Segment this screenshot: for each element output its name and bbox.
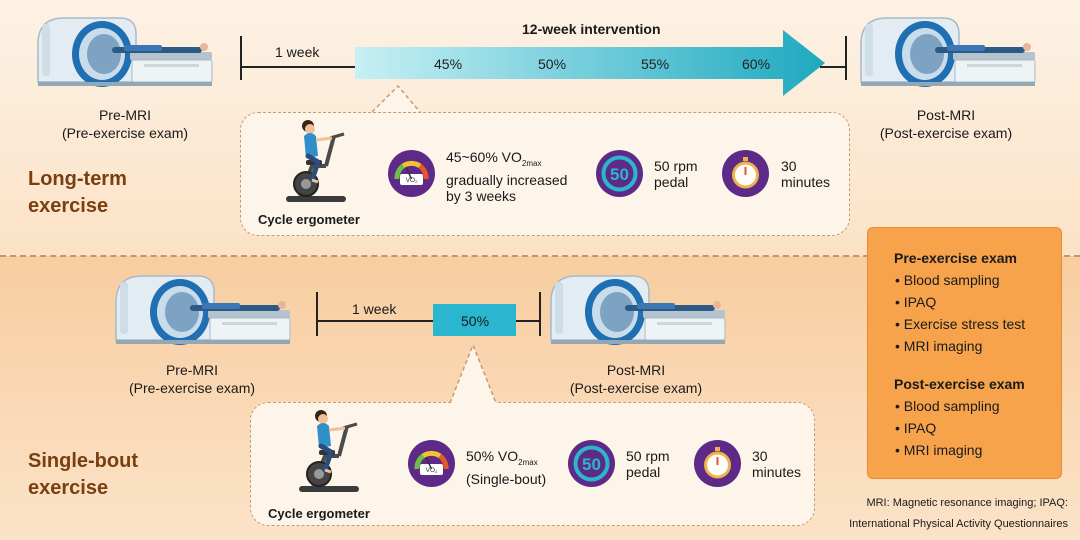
post-exam-heading: Post-exercise exam bbox=[894, 376, 1025, 392]
timeline-start-tick bbox=[240, 36, 242, 80]
timeline-end-tick bbox=[845, 36, 847, 80]
stopwatch-icon bbox=[722, 150, 769, 197]
svg-text:VO2: VO2 bbox=[406, 177, 418, 184]
pre-exam-item: • Exercise stress test bbox=[895, 316, 1026, 332]
footnote-line1: MRI: Magnetic resonance imaging; IPAQ: bbox=[866, 497, 1068, 509]
single-pre-mri-subtitle: (Pre-exercise exam) bbox=[128, 380, 256, 396]
pct-week-4: 60% bbox=[742, 56, 771, 72]
single-pre-mri-title: Pre-MRI bbox=[165, 362, 219, 378]
single-rpm-line2: pedal bbox=[626, 464, 661, 480]
pre-exam-item-label: Blood sampling bbox=[903, 272, 1000, 288]
single-intensity-line2: (Single-bout) bbox=[466, 470, 547, 487]
cycle-ergometer-label: Cycle ergometer bbox=[258, 212, 360, 227]
single-duration-text: 30 minutes bbox=[752, 448, 801, 480]
long-term-duration-text: 30 minutes bbox=[781, 158, 830, 190]
post-exam-item: • Blood sampling bbox=[895, 398, 1000, 414]
single-post-mri-scanner-icon bbox=[545, 272, 727, 348]
pre-exam-item-label: IPAQ bbox=[903, 294, 937, 310]
single-post-mri-subtitle: (Post-exercise exam) bbox=[569, 380, 703, 396]
long-term-intensity-line2: gradually increased bbox=[446, 171, 568, 188]
svg-text:VO2: VO2 bbox=[426, 467, 438, 474]
long-term-intensity-sub: 2max bbox=[521, 158, 542, 168]
single-pre-mri-scanner-icon bbox=[110, 272, 292, 348]
exam-panel: Pre-exercise exam • Blood sampling • IPA… bbox=[867, 227, 1062, 479]
single-timeline-end-line bbox=[516, 320, 540, 322]
rpm-timer-icon: 50 bbox=[596, 150, 643, 197]
post-mri-title: Post-MRI bbox=[916, 107, 976, 123]
single-rpm-line1: 50 rpm bbox=[626, 448, 670, 464]
long-term-intensity-text: 45~60% VO2max gradually increased by 3 w… bbox=[446, 149, 567, 204]
single-bout-title: Single-bout exercise bbox=[28, 448, 138, 502]
post-exam-item-label: MRI imaging bbox=[903, 442, 983, 458]
single-bout-pct-box bbox=[433, 304, 516, 336]
pre-exam-item-label: MRI imaging bbox=[903, 338, 983, 354]
post-mri-scanner-icon bbox=[855, 14, 1037, 90]
single-stopwatch-icon bbox=[694, 440, 741, 487]
intensity-gauge-icon: VO2 bbox=[388, 150, 435, 197]
long-term-rpm-text: 50 rpm pedal bbox=[654, 158, 698, 190]
pre-mri-title: Pre-MRI bbox=[98, 107, 152, 123]
single-post-mri-title: Post-MRI bbox=[606, 362, 666, 378]
single-rpm-timer-icon: 50 bbox=[568, 440, 615, 487]
long-term-title: Long-term exercise bbox=[28, 166, 127, 220]
single-timeline-baseline bbox=[316, 320, 434, 322]
long-term-duration-line2: minutes bbox=[781, 174, 831, 190]
pre-exam-item: • IPAQ bbox=[895, 294, 937, 310]
footnote-line2: International Physical Activity Question… bbox=[849, 518, 1068, 530]
single-rpm-text: 50 rpm pedal bbox=[626, 448, 670, 480]
single-duration-line2: minutes bbox=[752, 464, 802, 480]
rpm-value: 50 bbox=[610, 165, 629, 184]
single-bout-pct-label: 50% bbox=[461, 313, 490, 329]
single-callout-pointer bbox=[449, 343, 497, 404]
pre-exam-item: • Blood sampling bbox=[895, 272, 1000, 288]
single-post-mri-label: Post-MRI (Post-exercise exam) bbox=[545, 361, 727, 397]
callout-pointer bbox=[372, 84, 421, 113]
single-duration-line1: 30 bbox=[752, 448, 768, 464]
single-intensity-main: 50% VO bbox=[466, 448, 519, 464]
pre-exam-heading: Pre-exercise exam bbox=[894, 250, 1017, 266]
pre-mri-subtitle: (Pre-exercise exam) bbox=[61, 125, 189, 141]
single-timeline-end-tick bbox=[539, 292, 541, 336]
single-pre-mri-label: Pre-MRI (Pre-exercise exam) bbox=[101, 361, 283, 397]
pre-mri-scanner-icon bbox=[32, 14, 214, 90]
single-timeline-start-tick bbox=[316, 292, 318, 336]
pct-week-1: 45% bbox=[434, 56, 463, 72]
long-term-duration-line1: 30 bbox=[781, 158, 797, 174]
post-exam-item: • IPAQ bbox=[895, 420, 937, 436]
timeline-end-line bbox=[820, 66, 846, 68]
pre-exam-item-label: Exercise stress test bbox=[903, 316, 1026, 332]
single-cycle-ergometer-label: Cycle ergometer bbox=[268, 506, 370, 521]
pre-exam-item: • MRI imaging bbox=[895, 338, 983, 354]
single-intensity-sub: 2max bbox=[518, 457, 538, 467]
post-mri-label: Post-MRI (Post-exercise exam) bbox=[855, 106, 1037, 142]
timeline-baseline bbox=[240, 66, 356, 68]
pre-mri-label: Pre-MRI (Pre-exercise exam) bbox=[34, 106, 216, 142]
single-intensity-text: 50% VO2max (Single-bout) bbox=[466, 448, 546, 487]
pct-week-2: 50% bbox=[538, 56, 567, 72]
cycle-ergometer-icon bbox=[272, 116, 362, 206]
long-term-title-line1: Long-term bbox=[28, 168, 127, 190]
single-rpm-value: 50 bbox=[582, 455, 601, 474]
post-exam-item: • MRI imaging bbox=[895, 442, 983, 458]
single-cycle-ergometer-icon bbox=[285, 406, 375, 496]
one-week-label: 1 week bbox=[275, 44, 320, 60]
single-intensity-gauge-icon: VO2 bbox=[408, 440, 455, 487]
long-term-rpm-line1: 50 rpm bbox=[654, 158, 698, 174]
long-term-title-line2: exercise bbox=[28, 195, 109, 217]
pct-week-3: 55% bbox=[641, 56, 670, 72]
intervention-arrow bbox=[355, 30, 825, 96]
single-bout-title-line1: Single-bout bbox=[28, 450, 138, 472]
single-one-week-label: 1 week bbox=[352, 301, 397, 317]
section-divider bbox=[0, 255, 1080, 257]
long-term-rpm-line2: pedal bbox=[654, 174, 689, 190]
long-term-intensity-main: 45~60% VO bbox=[446, 149, 522, 165]
long-term-intensity-line3: by 3 weeks bbox=[446, 187, 517, 204]
single-bout-title-line2: exercise bbox=[28, 477, 109, 499]
intervention-title: 12-week intervention bbox=[522, 21, 661, 37]
post-mri-subtitle: (Post-exercise exam) bbox=[879, 125, 1013, 141]
post-exam-item-label: IPAQ bbox=[903, 420, 937, 436]
post-exam-item-label: Blood sampling bbox=[903, 398, 1000, 414]
